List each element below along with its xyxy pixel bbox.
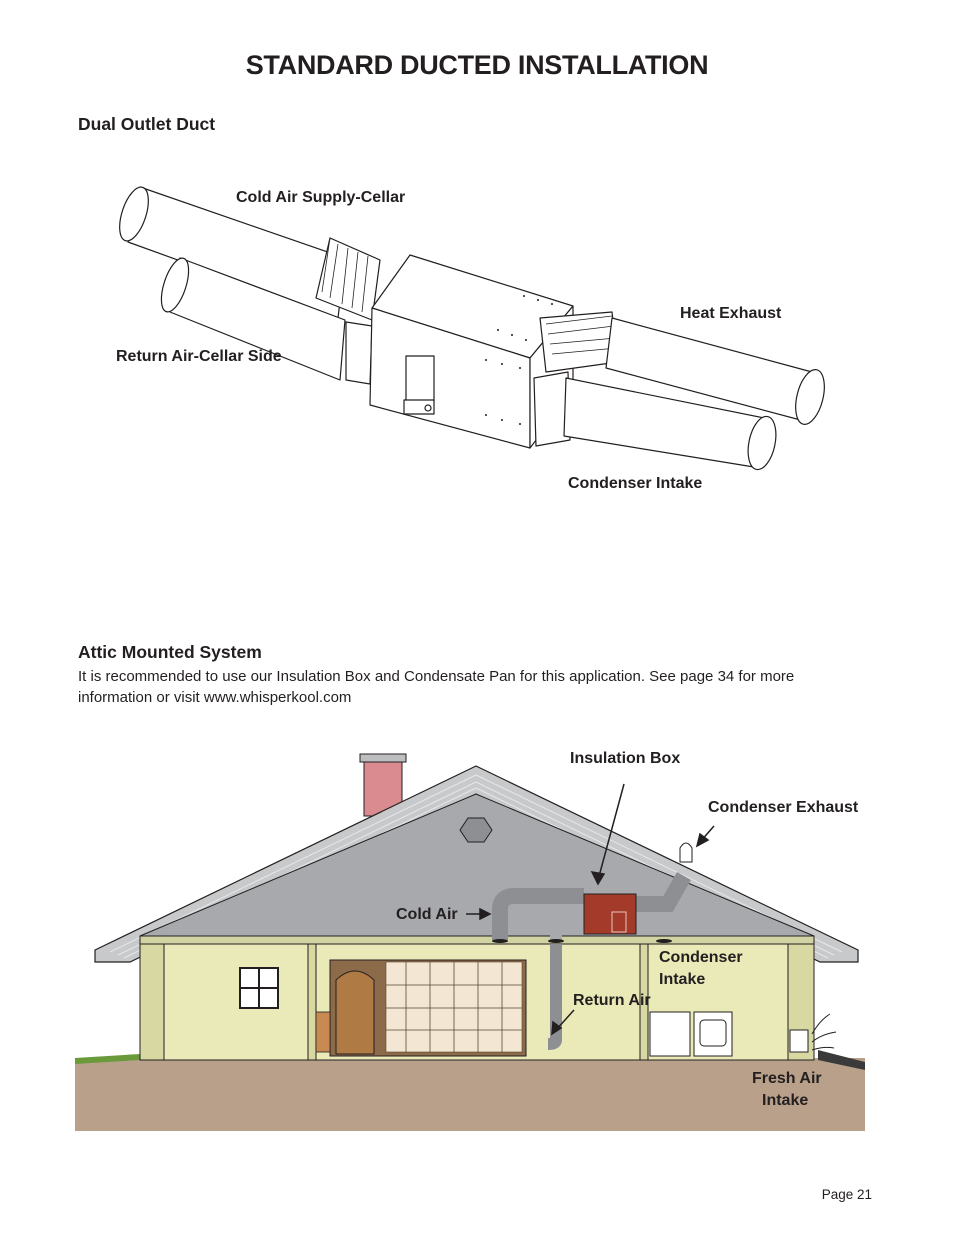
label-condenser-exhaust: Condenser Exhaust [708, 799, 859, 816]
label-return-air-cellar: Return Air-Cellar Side [116, 348, 282, 365]
cold-air-duct [492, 888, 584, 940]
label-condenser-intake-1: Condenser [659, 949, 743, 966]
label-condenser-intake: Condenser Intake [568, 475, 703, 492]
ground [75, 1058, 865, 1131]
label-insulation-box: Insulation Box [570, 750, 681, 767]
section-heading-dual-outlet: Dual Outlet Duct [78, 114, 216, 134]
label-cold-air: Cold Air [396, 906, 458, 923]
return-air-vertical-duct [547, 944, 562, 1050]
cellar-door [335, 970, 375, 1055]
return-air-duct-attic [550, 904, 584, 940]
label-return-air: Return Air [573, 992, 651, 1009]
fresh-air-vent [789, 1029, 809, 1053]
condenser-exhaust-duct [636, 872, 691, 912]
page-number: Page 21 [821, 1187, 872, 1202]
label-cold-air-supply: Cold Air Supply-Cellar [236, 189, 406, 206]
label-fresh-air-2: Intake [762, 1092, 809, 1109]
ceiling-beam [139, 935, 815, 945]
gable-vent [459, 817, 493, 843]
washer [649, 1011, 691, 1057]
section-paragraph: It is recommended to use our Insulation … [78, 668, 795, 706]
unit-knob [424, 404, 432, 412]
label-fresh-air-1: Fresh Air [752, 1070, 822, 1087]
duct-opening [160, 257, 190, 313]
duct-opening [747, 415, 777, 471]
duct-opening [795, 369, 825, 425]
chimney-cap [359, 753, 407, 763]
unit-panel [405, 355, 435, 403]
exhaust-cap [679, 842, 693, 863]
right-transition-lower [533, 371, 571, 447]
insulation-box [583, 893, 637, 935]
grass [75, 1054, 140, 1064]
page-title: STANDARD DUCTED INSTALLATION [245, 50, 709, 80]
duct-opening [119, 186, 149, 242]
section-heading-attic: Attic Mounted System [78, 642, 262, 662]
label-condenser-intake-2: Intake [659, 971, 706, 988]
ground-edge [818, 1050, 865, 1070]
label-heat-exhaust: Heat Exhaust [680, 305, 782, 322]
